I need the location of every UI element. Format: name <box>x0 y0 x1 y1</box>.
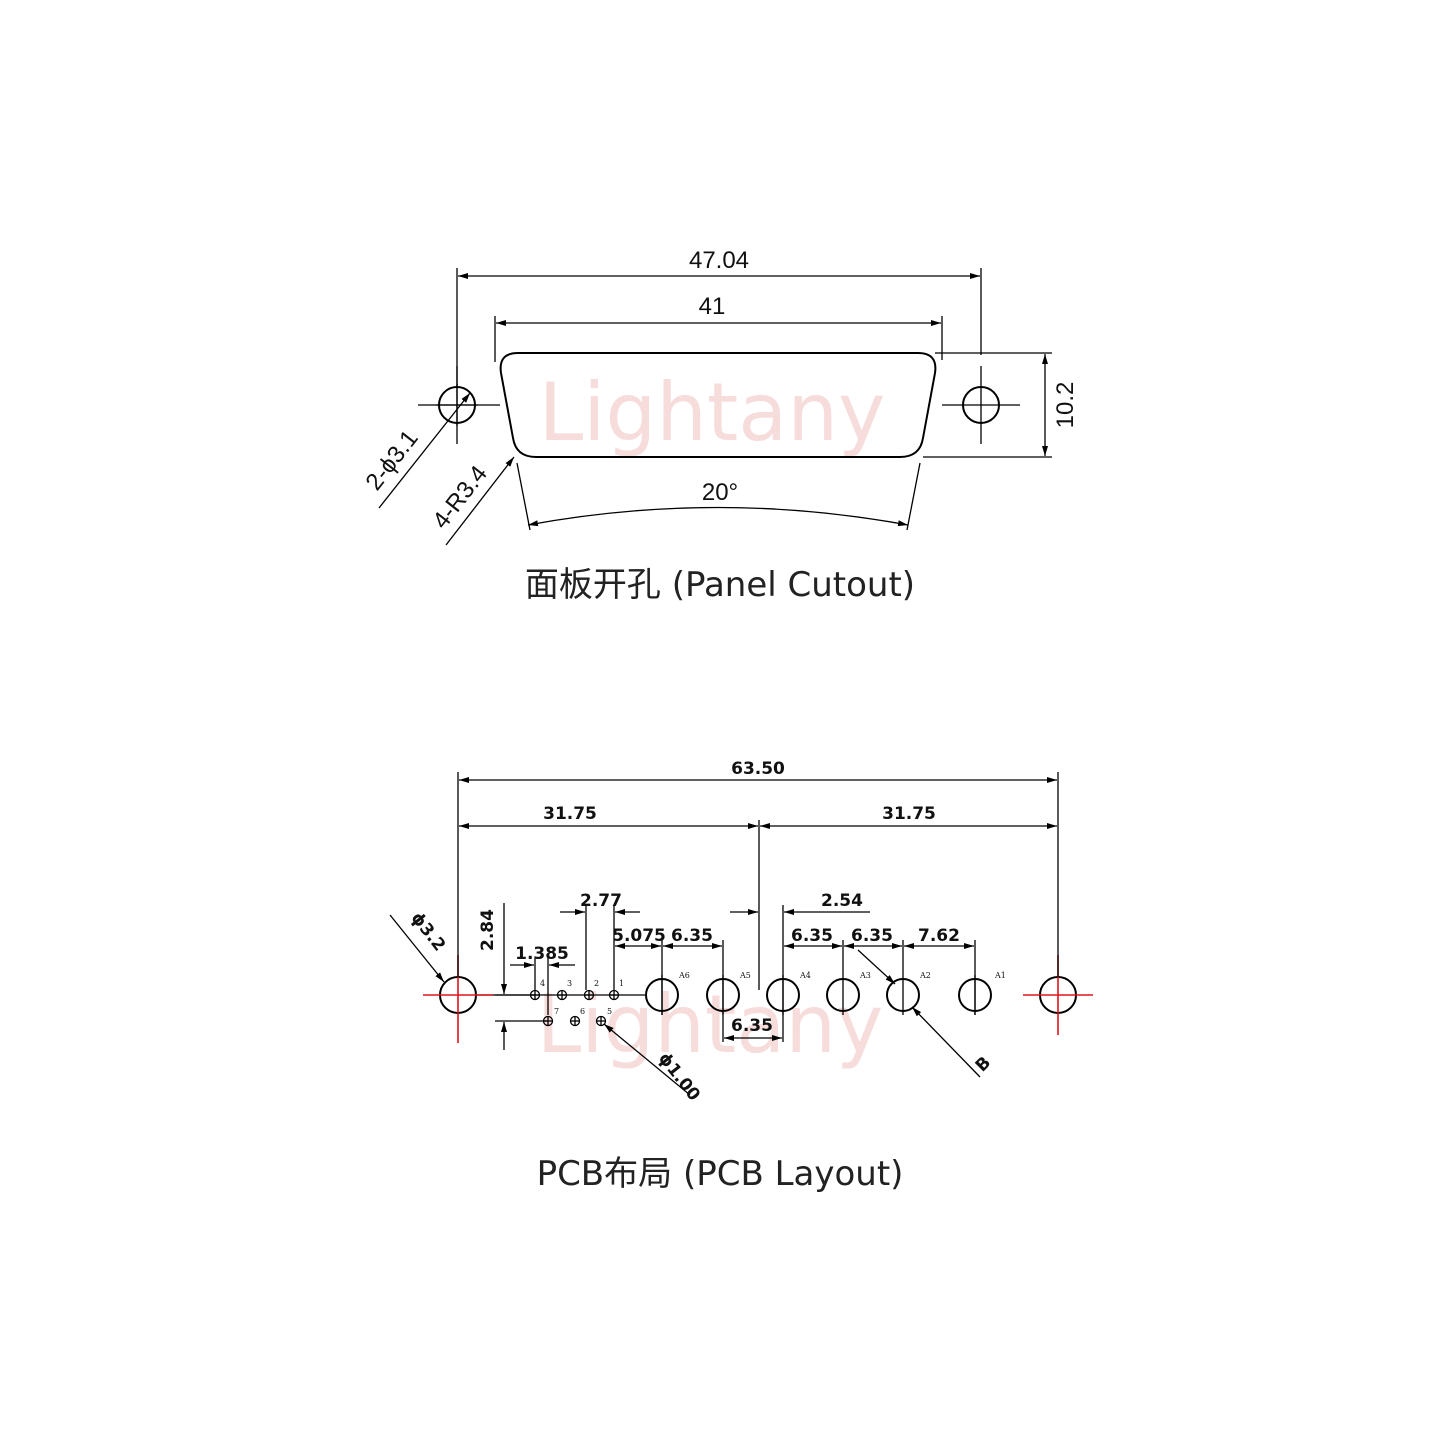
mounting-hole-right <box>942 366 1020 444</box>
dim-total-width: 63.50 <box>731 759 785 779</box>
pcb-layout-caption: PCB布局 (PCB Layout) <box>537 1154 904 1194</box>
dim-6-35-b: 6.35 <box>791 926 833 946</box>
power-pin-label-a1: A1 <box>994 971 1006 980</box>
power-pin-label-a4: A4 <box>799 971 811 980</box>
dim-row-offset: 2.84 <box>478 909 498 951</box>
dim-6-35-a: 6.35 <box>671 926 713 946</box>
power-pin-a2 <box>886 975 920 1015</box>
dim-6-35-bottom: 6.35 <box>731 1016 773 1036</box>
signal-pin-2 <box>583 989 595 1001</box>
pin-label-1: 1 <box>619 979 624 988</box>
panel-cutout-caption: 面板开孔 (Panel Cutout) <box>525 565 915 605</box>
pin-label-4: 4 <box>540 979 545 988</box>
dim-half-right: 31.75 <box>882 804 936 824</box>
power-pin-label-a6: A6 <box>678 971 690 980</box>
dim-2-54: 2.54 <box>821 891 863 911</box>
signal-pin-7 <box>542 1015 554 1027</box>
signal-pin-1 <box>608 989 620 1001</box>
panel-cutout-view: Lightany 47.04 41 10.2 <box>360 247 1079 605</box>
pin-label-7: 7 <box>554 1007 559 1016</box>
dim-signal-pitch: 1.385 <box>515 944 569 964</box>
power-pin-label-a5: A5 <box>739 971 751 980</box>
signal-pin-3 <box>556 989 568 1001</box>
signal-pin-6 <box>569 1015 581 1027</box>
power-pin-a3 <box>826 975 860 1015</box>
dim-6-35-c: 6.35 <box>851 926 893 946</box>
dim-half-left: 31.75 <box>543 804 597 824</box>
pin-label-2: 2 <box>594 979 599 988</box>
dim-hole-diameter: 2-ϕ3.1 <box>360 425 423 495</box>
mounting-hole-left <box>418 366 500 444</box>
dim-2-77: 2.77 <box>580 891 622 911</box>
power-pin-a1 <box>958 975 992 1015</box>
power-pin-label-a3: A3 <box>859 971 871 980</box>
signal-pin-4 <box>529 989 541 1001</box>
dim-overall-width: 47.04 <box>689 247 749 274</box>
power-pin-label-a2: A2 <box>919 971 931 980</box>
pin-label-3: 3 <box>567 979 572 988</box>
dim-mount-hole: ϕ3.2 <box>407 909 450 956</box>
power-pin-a4 <box>766 975 800 1015</box>
power-pin-a5 <box>706 975 740 1015</box>
watermark-top: Lightany <box>539 366 886 459</box>
signal-pin-5 <box>595 1015 607 1027</box>
pin-label-5: 5 <box>607 1007 612 1016</box>
power-pin-a6 <box>645 975 679 1015</box>
pcb-layout-view: Lightany 63.50 31.75 31.75 ϕ3.2 <box>389 759 1093 1194</box>
watermark-bottom: Lightany <box>537 978 884 1071</box>
dim-inner-width: 41 <box>699 293 726 320</box>
dim-5-075: 5.075 <box>612 926 666 946</box>
dim-angle: 20° <box>702 479 738 506</box>
dim-7-62: 7.62 <box>918 926 960 946</box>
dim-height: 10.2 <box>1052 382 1079 429</box>
pin-label-6: 6 <box>580 1007 585 1016</box>
cutout-outline <box>499 352 937 458</box>
